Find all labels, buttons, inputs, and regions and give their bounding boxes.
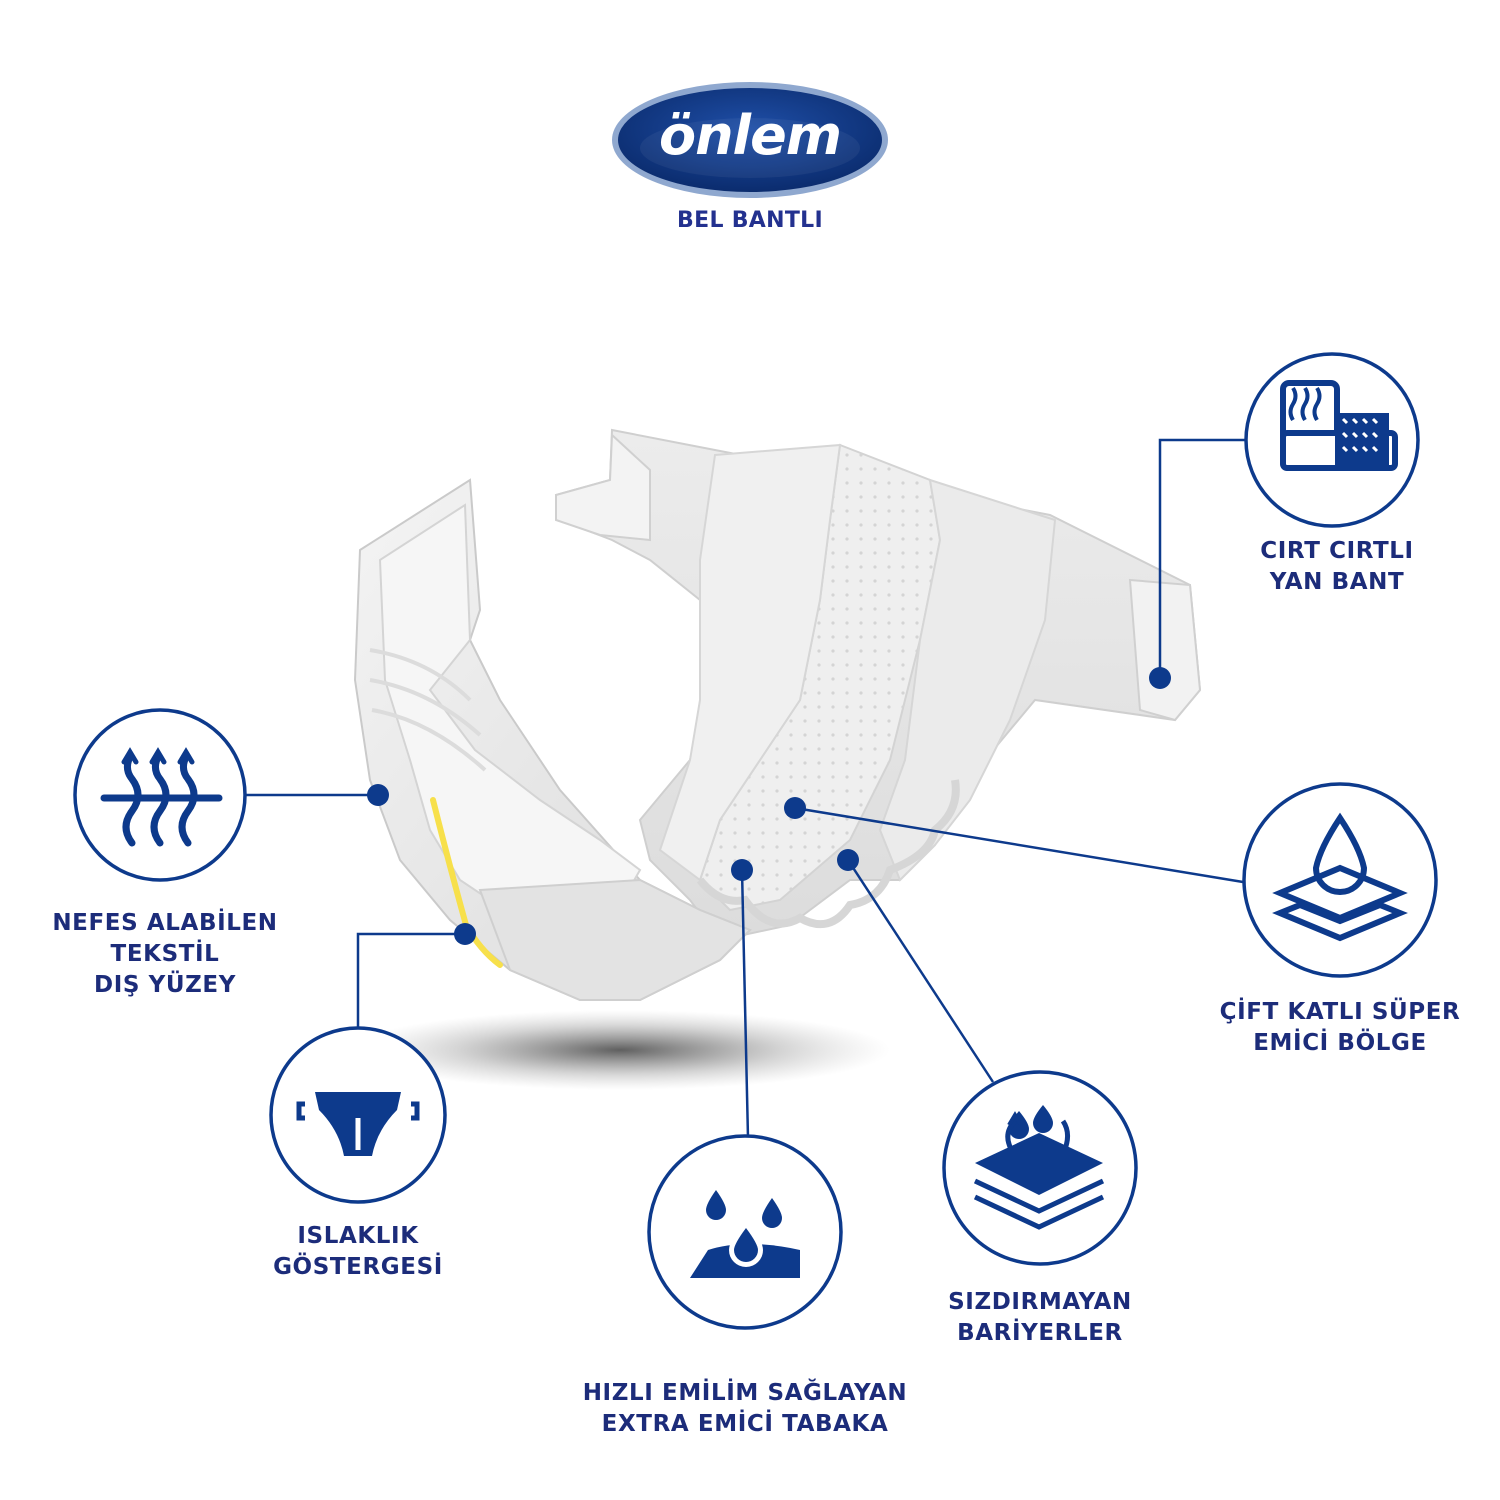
product-subtitle: BEL BANTLI (677, 208, 823, 233)
hotspot-barrier (837, 849, 859, 871)
label-wetness: ISLAKLIK GÖSTERGESİ (273, 1223, 443, 1280)
feature-circle-double-layer (1242, 782, 1438, 978)
floor-shadow (350, 1010, 890, 1090)
diaper-indicator-icon (296, 1092, 420, 1156)
connector-double-layer (794, 806, 1244, 884)
absorbent-layer-icon (690, 1190, 800, 1278)
connector-barrier (846, 859, 995, 1083)
callout-connectors (244, 438, 1248, 1139)
connector-velcro (1158, 438, 1248, 678)
label-double-layer: ÇİFT KATLI SÜPER EMİCİ BÖLGE (1219, 999, 1461, 1056)
diaper-image (353, 428, 1202, 1001)
label-breathable: NEFES ALABİLEN TEKSTİL DIŞ YÜZEY (52, 910, 278, 998)
breathable-textile-icon (100, 747, 223, 847)
connector-absorbent (740, 869, 750, 1139)
brand-logo-text: önlem (659, 104, 842, 167)
label-velcro: CIRT CIRTLI YAN BANT (1260, 538, 1414, 595)
velcro-tape-icon (1280, 380, 1398, 471)
connector-wetness (356, 932, 465, 1028)
hotspot-breathable (367, 784, 389, 806)
label-barrier: SIZDIRMAYAN BARİYERLER (948, 1289, 1132, 1346)
hotspot-double-layer (784, 797, 806, 819)
hotspot-velcro (1149, 667, 1171, 689)
double-layer-drop-icon (1272, 812, 1408, 942)
label-absorbent: HIZLI EMİLİM SAĞLAYAN EXTRA EMİCİ TABAKA (582, 1380, 908, 1437)
hotspot-wetness (454, 923, 476, 945)
leak-barrier-icon (973, 1105, 1105, 1230)
hotspot-absorbent (731, 859, 753, 881)
brand-logo (612, 82, 888, 198)
